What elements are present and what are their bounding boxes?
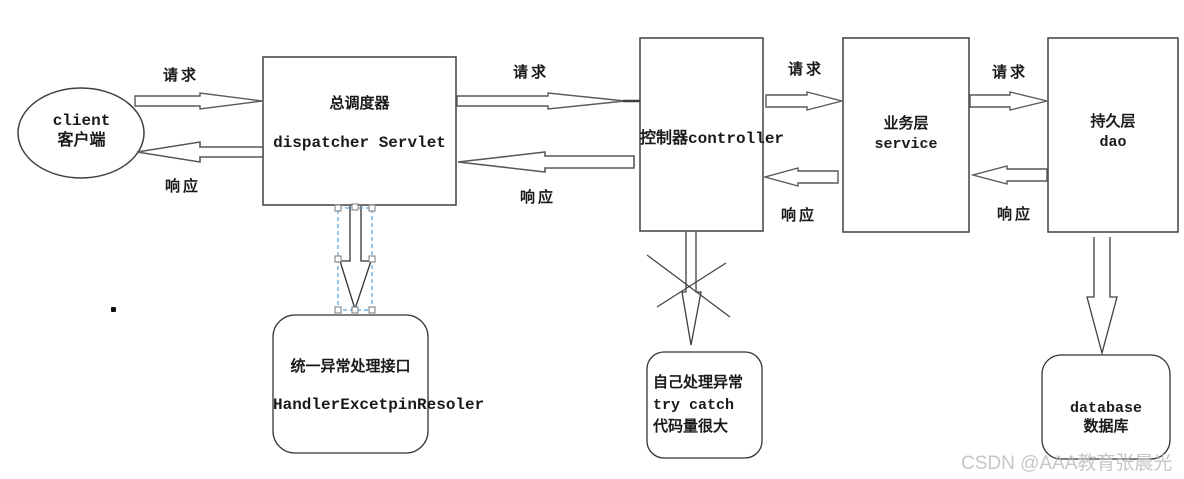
dispatcher-line1: 总调度器 — [329, 96, 390, 113]
selection-handle[interactable] — [334, 255, 342, 263]
selection-handle[interactable] — [334, 306, 342, 314]
arrow-dispatcher-resolver-selected[interactable] — [339, 206, 372, 312]
dao-node-label: 持久层 dao — [1048, 113, 1178, 153]
response-arrow-dispatcher-client[interactable] — [136, 141, 264, 163]
selection-handle[interactable] — [368, 204, 376, 212]
database-node-label: database 数据库 — [1042, 399, 1170, 437]
controller-box[interactable] — [639, 37, 764, 232]
request-label-1: 请求 — [163, 68, 200, 85]
response-arrow-service-controller[interactable] — [762, 167, 839, 187]
service-line1: 业务层 — [883, 116, 929, 133]
client-ellipse[interactable] — [17, 87, 145, 179]
service-node-label: 业务层 service — [843, 115, 969, 155]
selection-handles[interactable] — [334, 203, 376, 314]
dispatcher-line2: dispatcher Servlet — [273, 134, 446, 152]
response-arrow-controller-dispatcher[interactable] — [457, 151, 635, 173]
request-label-3: 请求 — [788, 62, 825, 79]
client-node-label: client 客户端 — [18, 111, 145, 151]
response-arrow-dao-service[interactable] — [970, 165, 1048, 185]
service-line2: service — [874, 136, 938, 153]
self-handle-line1: 自己处理异常 — [653, 375, 744, 392]
service-box[interactable] — [842, 37, 970, 233]
cross-out-line-1[interactable] — [646, 254, 731, 318]
request-label-4: 请求 — [992, 65, 1029, 82]
dispatcher-box[interactable] — [262, 56, 457, 206]
exception-resolver-line1: 统一异常处理接口 — [290, 359, 411, 376]
selection-handle[interactable] — [368, 306, 376, 314]
database-line2: 数据库 — [1083, 419, 1129, 436]
dao-line1: 持久层 — [1090, 114, 1136, 131]
controller-node-label: 控制器controller — [640, 130, 785, 148]
database-line1: database — [1069, 400, 1142, 417]
cross-out-line-2[interactable] — [656, 262, 727, 308]
selection-handle[interactable] — [368, 255, 376, 263]
request-arrow-service-dao[interactable] — [969, 91, 1048, 111]
client-line2: 客户端 — [57, 132, 106, 150]
request-label-2: 请求 — [513, 65, 550, 82]
client-line1: client — [52, 112, 111, 130]
request-arrow-client-dispatcher[interactable] — [134, 92, 263, 110]
self-handle-box[interactable] — [646, 351, 763, 459]
response-label-1: 响应 — [165, 179, 202, 196]
request-arrow-dispatcher-controller[interactable] — [456, 92, 626, 110]
selection-handle[interactable] — [334, 204, 342, 212]
arrow-dao-database[interactable] — [1086, 237, 1118, 356]
selection-handle[interactable] — [351, 306, 359, 314]
self-handle-node-label: 自己处理异常 try catch 代码量很大 — [653, 373, 765, 439]
response-label-3: 响应 — [781, 208, 818, 225]
stray-dot — [111, 307, 116, 312]
response-label-2: 响应 — [520, 190, 557, 207]
dispatcher-node-label: 总调度器 dispatcher Servlet — [263, 92, 456, 152]
self-handle-line3: 代码量很大 — [653, 419, 729, 436]
exception-resolver-line2: HandlerExcetpinResoler — [273, 396, 485, 414]
response-label-4: 响应 — [997, 207, 1034, 224]
selection-handle[interactable] — [351, 203, 359, 211]
dao-box[interactable] — [1047, 37, 1179, 233]
csdn-watermark: CSDN @AAA教育张晨光 — [961, 453, 1173, 474]
dao-line2: dao — [1099, 134, 1127, 151]
database-box[interactable] — [1041, 354, 1171, 460]
exception-resolver-box[interactable] — [272, 314, 429, 454]
request-arrow-controller-service[interactable] — [765, 91, 843, 111]
self-handle-line2: try catch — [653, 397, 735, 414]
